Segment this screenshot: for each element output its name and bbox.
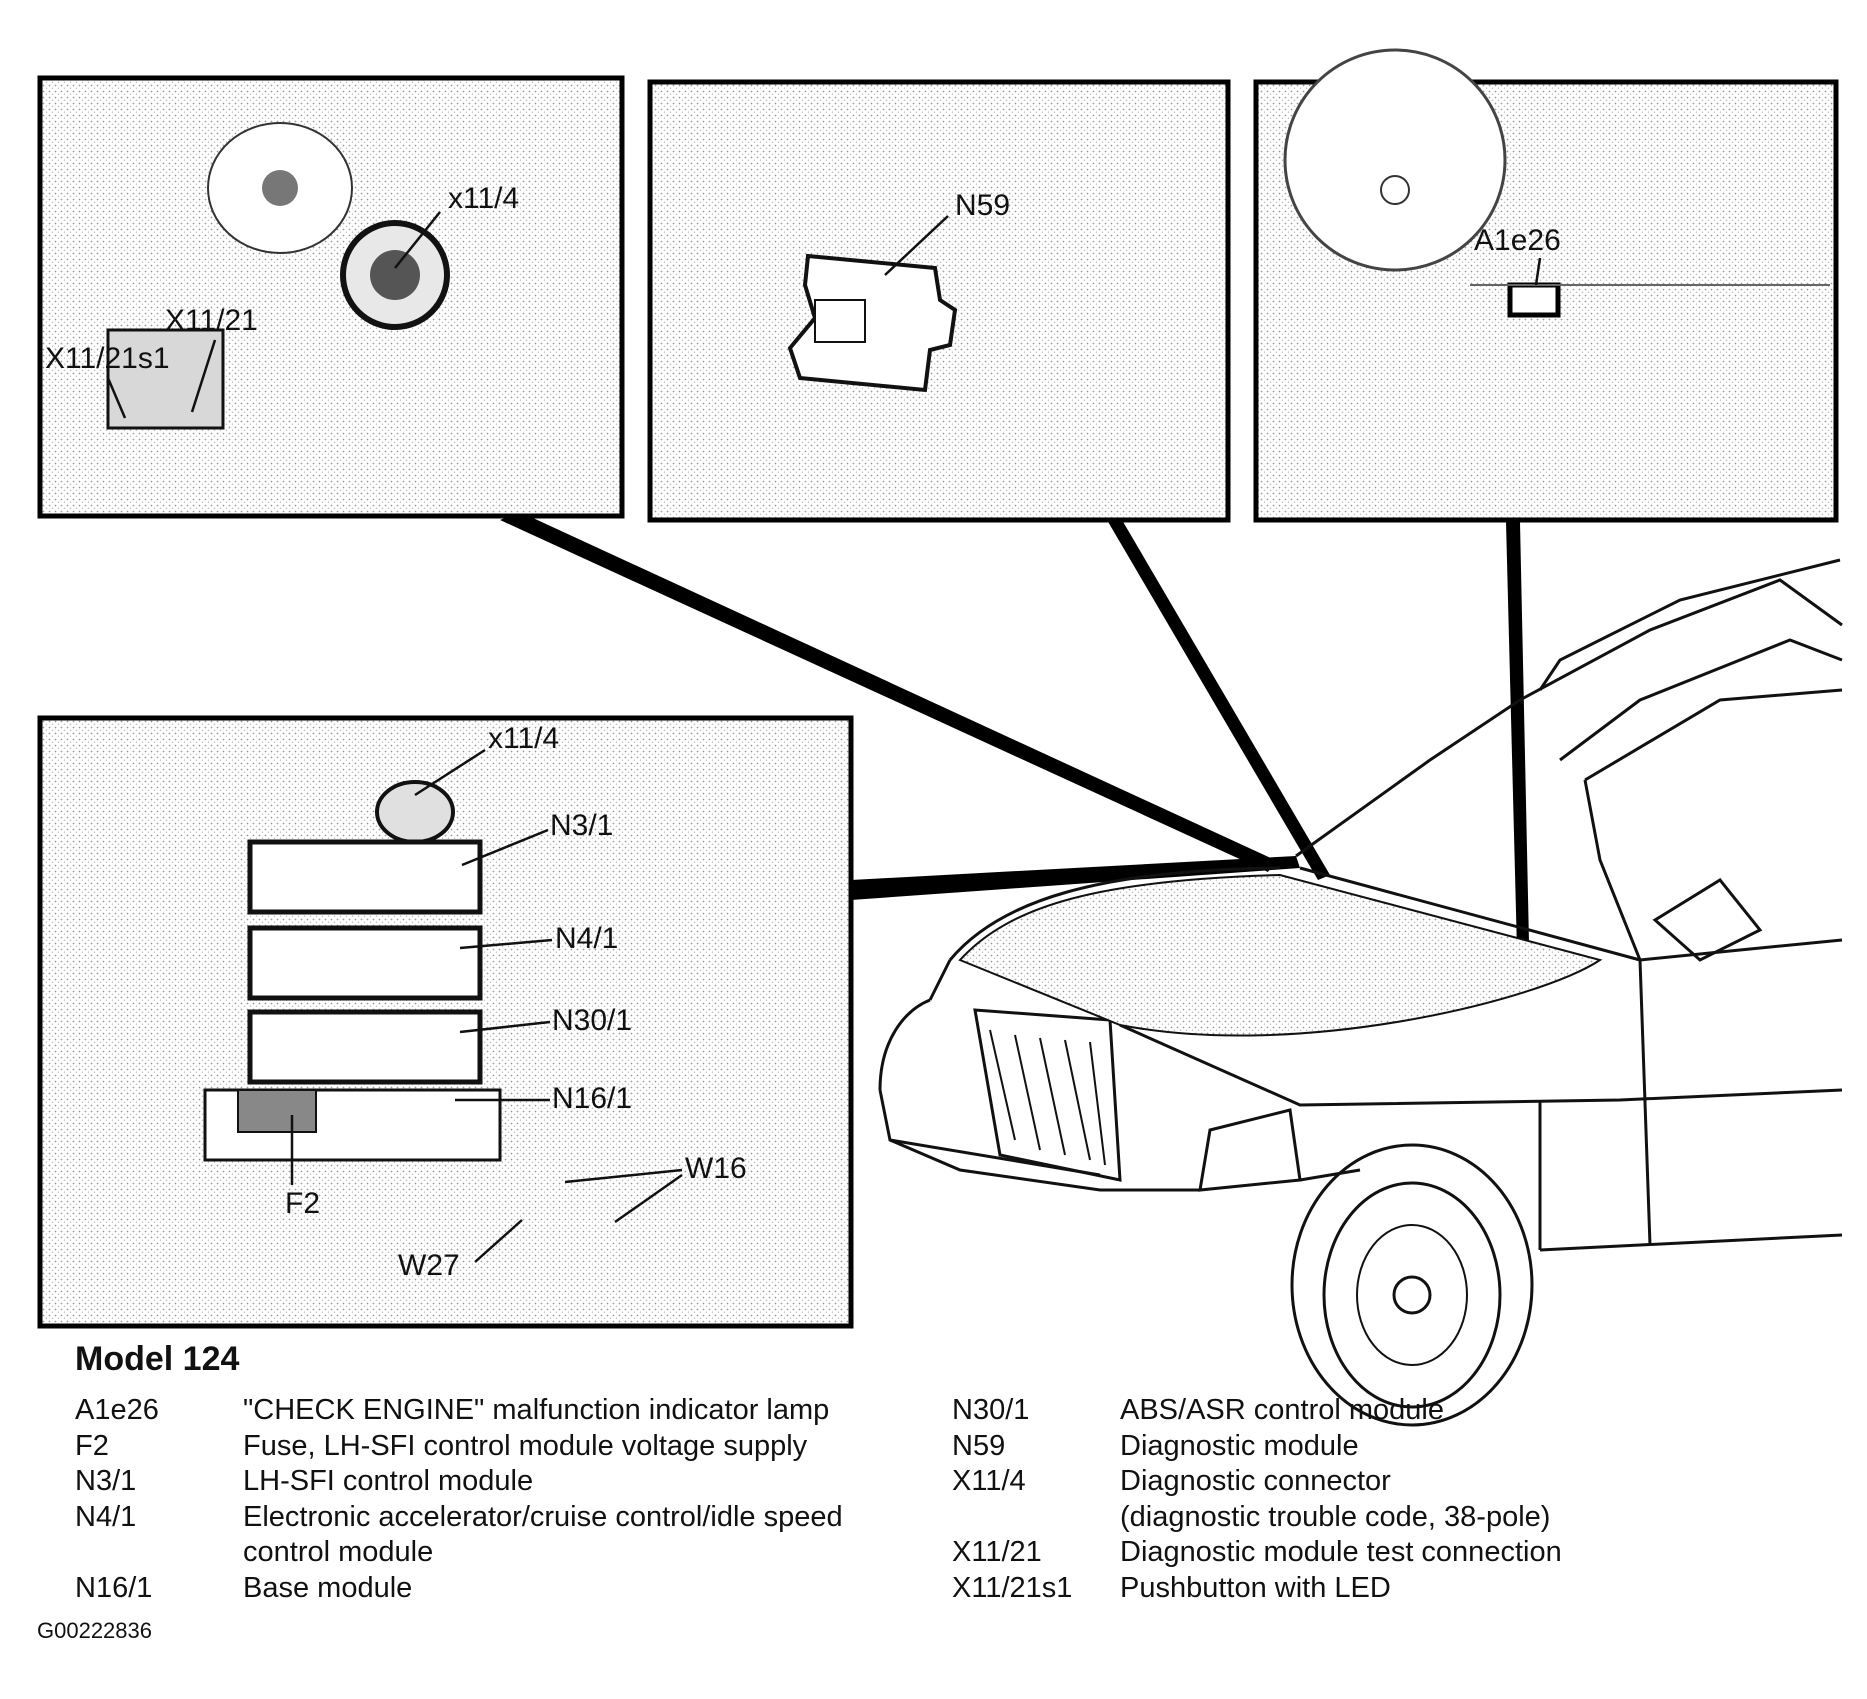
leader-bar-3 [1506, 522, 1530, 990]
car-a-pillar [1583, 779, 1642, 961]
car-mirror [1652, 878, 1763, 962]
callout-box4-w27: W27 [398, 1249, 460, 1282]
car-illustration [878, 558, 1843, 1427]
lamp-a1e26 [1507, 282, 1561, 318]
car-wheel-arch [1290, 1143, 1534, 1427]
callout-box4-w16: W16 [685, 1152, 747, 1185]
callout-box4-x11-4: x11/4 [488, 722, 559, 755]
callout-box2-n59: N59 [955, 189, 1010, 222]
leader-bars [500, 512, 1530, 990]
car-bumper [878, 1089, 1200, 1192]
car-hood-front [948, 866, 1281, 961]
callout-box3-a1e26: A1e26 [1474, 224, 1561, 257]
fuse-f2-shape [237, 1089, 317, 1133]
callout-box4-n3-1: N3/1 [550, 809, 613, 842]
callout-box4-n4-1: N4/1 [555, 922, 618, 955]
callout-box4-n30-1: N30/1 [552, 1004, 632, 1037]
inset-box-diagnostic-module: N59 [647, 79, 1231, 523]
callout-box1-x11-4: x11/4 [448, 182, 519, 215]
car-wheel [1322, 1181, 1502, 1409]
leader-bar-2 [1107, 520, 1330, 880]
callout-box1-x11-21: X11/21 [165, 304, 258, 337]
leader-bar-1 [500, 512, 1275, 872]
inset-box-instrument-cluster: A1e26 [1253, 48, 1839, 523]
callout-box1-x11-21s1: X11/21s1 [45, 342, 170, 375]
car-windshield-top [1295, 578, 1843, 858]
module-n30-1-shape [247, 1009, 483, 1085]
leader-bar-4 [851, 856, 1300, 900]
car-hood-rear [1299, 866, 1641, 962]
inset-box-control-modules: x11/4 N3/1 N4/1 N30/1 N16/1 F2 W16 W27 [37, 715, 854, 1329]
engine-bay [958, 873, 1603, 1037]
car-headlight [1198, 1108, 1302, 1192]
callout-box4-n16-1: N16/1 [552, 1082, 632, 1115]
module-n59-shape [787, 253, 958, 393]
inset-box-diagnostic-connector: x11/4 X11/21 X11/21s1 [37, 75, 625, 519]
car-grille [973, 1008, 1122, 1182]
callout-box4-f2: F2 [285, 1187, 320, 1220]
module-n3-1-shape [247, 839, 483, 915]
module-n4-1-shape [247, 925, 483, 1001]
